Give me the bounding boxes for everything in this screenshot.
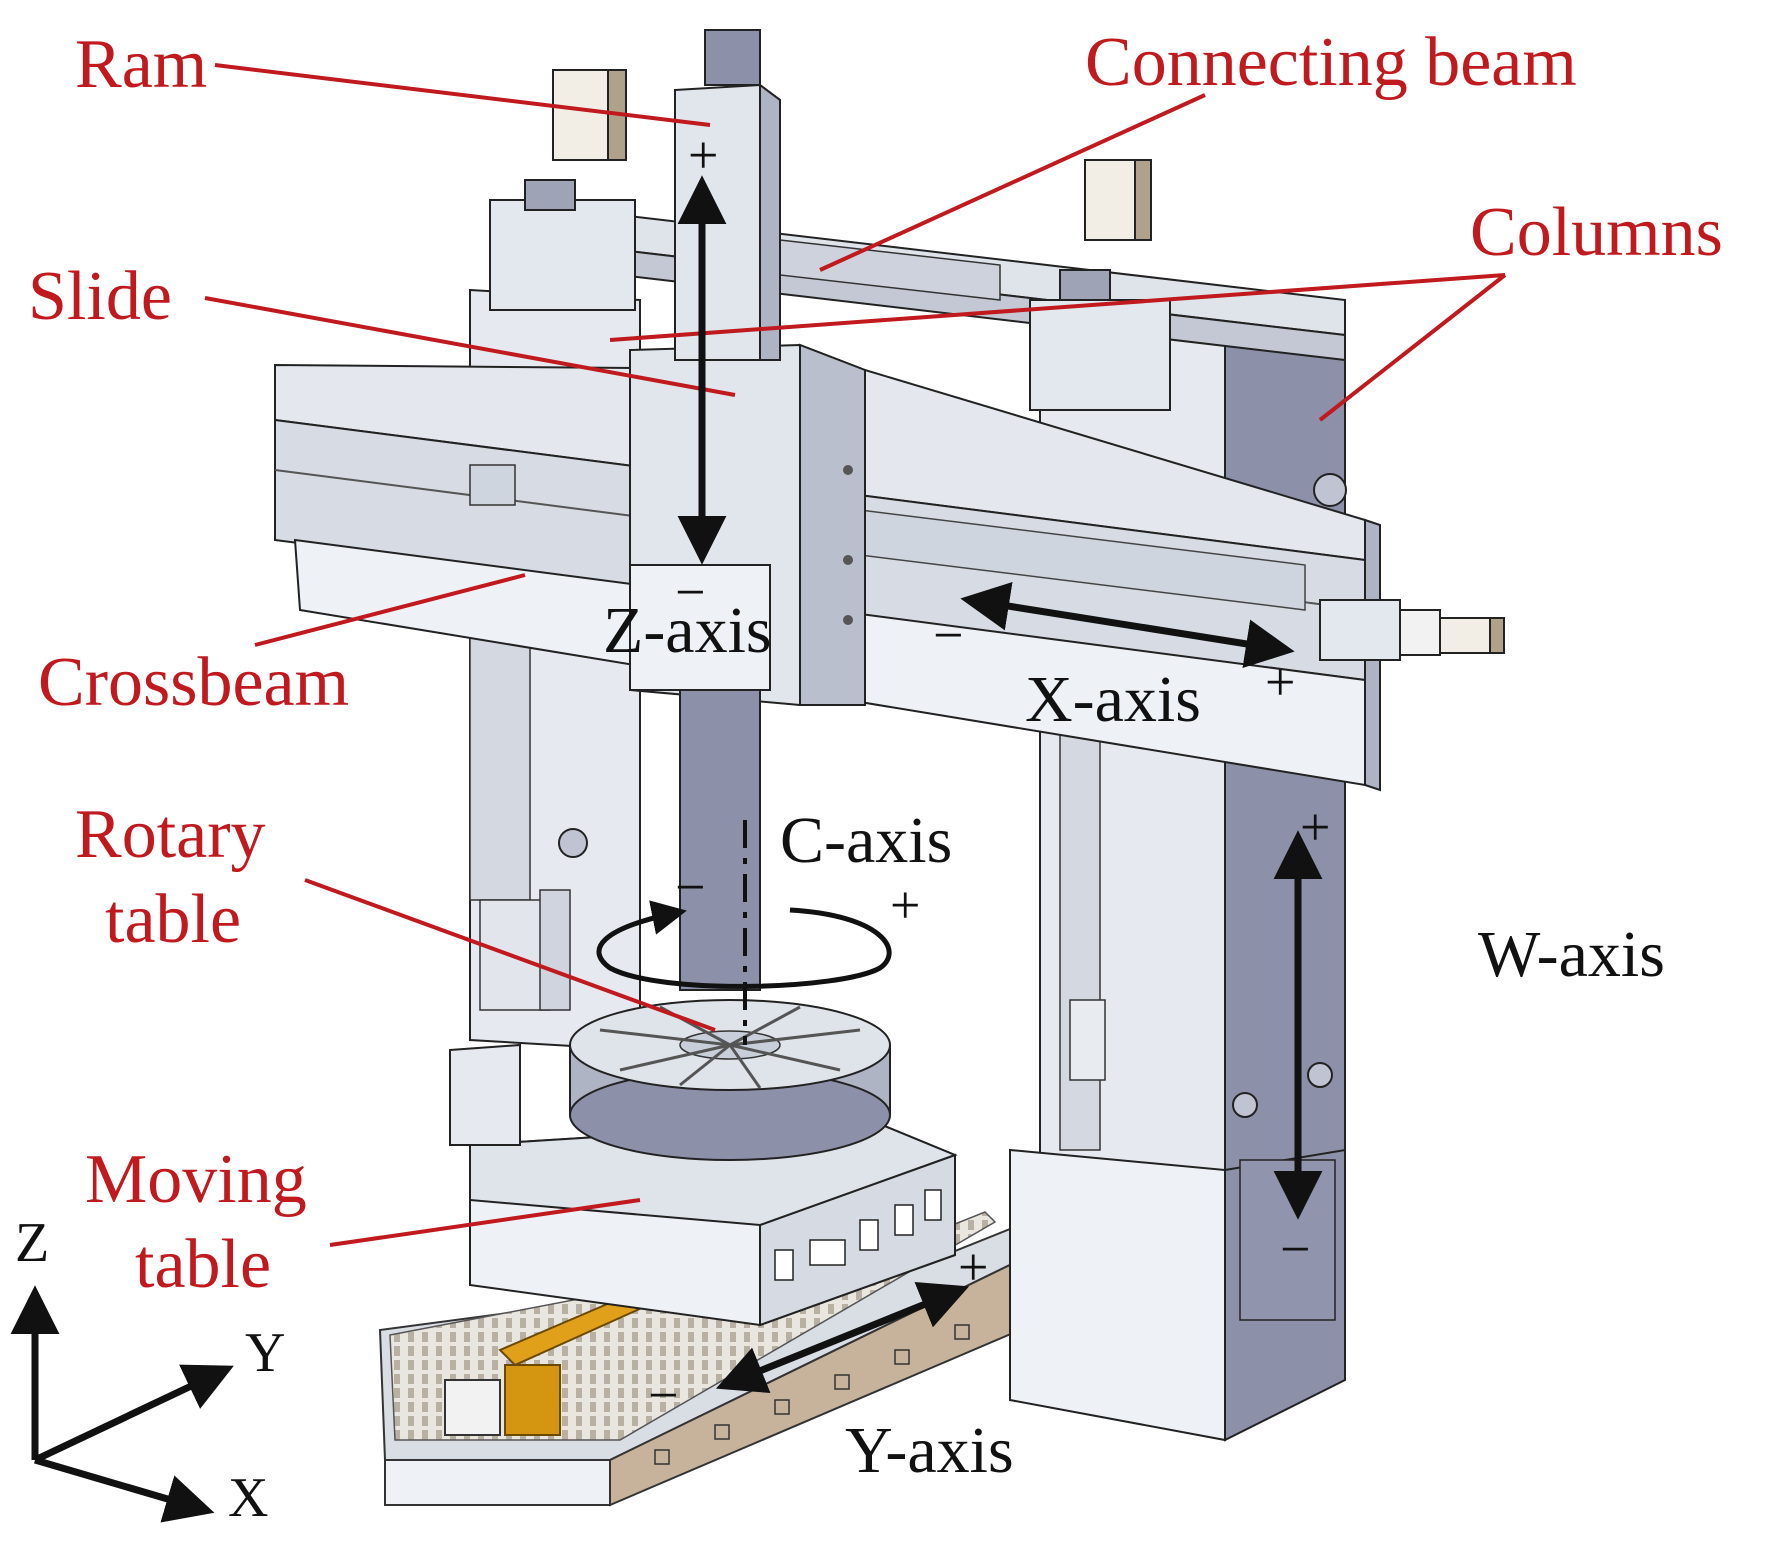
triad-x-arrow [34,1456,215,1523]
label-ram: Ram [75,26,208,103]
label-rotary-table-line1: Rotary [75,796,266,873]
connecting-beam-leader [819,93,1206,272]
motion-arrows [596,175,1323,1394]
c-plus-sign: + [890,875,921,935]
label-moving-table-line2: table [135,1226,272,1303]
label-moving-table-line1: Moving [85,1141,307,1218]
coordinate-triad [10,1285,234,1523]
label-connecting-beam: Connecting beam [1085,24,1577,101]
label-rotary-table-line2: table [105,881,242,958]
label-crossbeam: Crossbeam [38,644,350,721]
rotary-table [569,999,891,1161]
label-slide: Slide [28,258,172,335]
columns-leader-left [609,273,1506,342]
crossbeam-leader [254,573,526,647]
triad-y-label: Y [245,1322,286,1384]
label-columns: Columns [1470,194,1723,271]
x-motor [1319,599,1505,661]
triad-z-label: Z [15,1212,50,1274]
y-axis-arrow [715,1281,970,1394]
y-ballscrew [444,1288,657,1436]
x-minus-sign: − [933,605,964,665]
w-minus-sign: − [1280,1219,1311,1279]
z-plus-sign: + [688,125,719,185]
y-plus-sign: + [958,1237,989,1297]
triad-y-arrow [33,1364,234,1464]
x-axis-arrow [960,581,1295,669]
ram-leader [214,63,711,127]
y-minus-sign: − [648,1365,679,1425]
c-axis-rotation-arrow [596,900,892,989]
label-y-axis: Y-axis [845,1414,1014,1487]
label-z-axis: Z-axis [603,594,772,667]
top-motors [489,69,1171,411]
z-minus-sign: − [675,562,706,622]
label-x-axis: X-axis [1025,663,1201,736]
leader-lines [204,63,1507,1247]
moving-table-leader [329,1198,641,1247]
label-w-axis: W-axis [1478,918,1665,991]
w-plus-sign: + [1300,797,1331,857]
c-minus-sign: − [675,857,706,917]
columns-leader-right [1318,273,1507,422]
x-plus-sign: + [1265,652,1296,712]
triad-x-label: X [228,1467,269,1529]
slide-leader [204,296,736,397]
rotary-table-leader [304,878,716,1032]
label-c-axis: C-axis [780,804,953,877]
